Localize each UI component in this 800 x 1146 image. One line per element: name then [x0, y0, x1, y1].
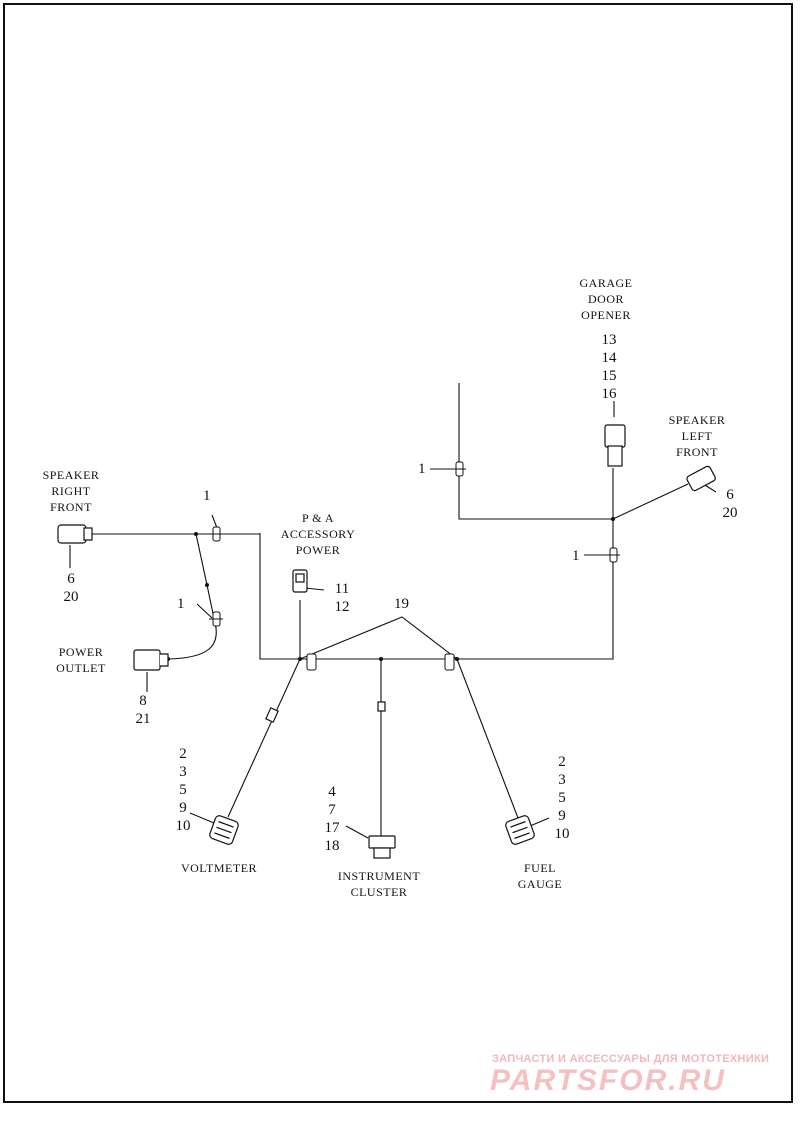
speaker-right-front-label: SPEAKER RIGHT FRONT [42, 468, 100, 514]
speaker-right-connector-icon [57, 524, 93, 544]
ref-1-label: 1 [177, 596, 185, 612]
main-harness-trunk [259, 383, 614, 660]
voltmeter-refs: 2 3 5 9 10 [175, 746, 191, 834]
clip-icon [306, 653, 317, 671]
watermark-logo: PARTSFOR.RU [490, 1064, 726, 1097]
speaker-right-front-refs: 6 20 [63, 571, 79, 605]
fuel-gauge-connector-icon [505, 815, 535, 845]
speaker-left-connector-icon [686, 465, 716, 492]
pa-accessory-power-label: P & A ACCESSORY POWER [280, 511, 356, 557]
garage-opener-connector-icon [604, 424, 626, 467]
clip-icon [444, 653, 455, 671]
speaker-left-wire [612, 483, 689, 520]
instrument-cluster-label: INSTRUMENT CLUSTER [337, 869, 421, 899]
cluster-connector-icon [368, 835, 396, 859]
ref-1-label: 1 [572, 548, 580, 564]
clip-icon [209, 526, 223, 542]
fuel-gauge-label: FUEL GAUGE [517, 861, 563, 891]
voltmeter-inline-icon [265, 707, 279, 723]
power-outlet-wire [167, 533, 217, 660]
power-outlet-refs: 8 21 [135, 693, 151, 727]
power-outlet-connector-icon [133, 649, 169, 671]
diagram-frame [3, 3, 793, 1103]
leader-lines [69, 401, 717, 839]
ref-19-label: 19 [394, 596, 409, 612]
watermark-tagline: ЗАПЧАСТИ И АКСЕССУАРЫ ДЛЯ МОТОТЕХНИКИ [492, 1053, 770, 1065]
fuel-gauge-wire [456, 658, 519, 819]
ref-1-label: 1 [203, 488, 211, 504]
voltmeter-label: VOLTMETER [180, 861, 258, 875]
branch-19-wire [299, 616, 458, 660]
fuel-gauge-refs: 2 3 5 9 10 [554, 754, 570, 842]
clip-icon [209, 611, 223, 627]
pa-connector-icon [292, 569, 308, 593]
speaker-left-front-refs: 6 20 [722, 487, 738, 521]
cluster-inline-icon [377, 701, 386, 712]
power-outlet-label: POWER OUTLET [56, 645, 106, 675]
garage-door-opener-label: GARAGE DOOR OPENER [579, 276, 633, 322]
clip-icon [452, 461, 466, 477]
voltmeter-wire [227, 658, 301, 818]
speaker-left-front-label: SPEAKER LEFT FRONT [668, 413, 726, 459]
garage-door-opener-refs: 13 14 15 16 [601, 332, 617, 402]
ref-1-label: 1 [418, 461, 426, 477]
clip-icon [606, 547, 620, 563]
pa-accessory-power-refs: 11 12 [334, 581, 350, 615]
voltmeter-connector-icon [209, 815, 239, 845]
instrument-cluster-refs: 4 7 17 18 [324, 784, 340, 854]
